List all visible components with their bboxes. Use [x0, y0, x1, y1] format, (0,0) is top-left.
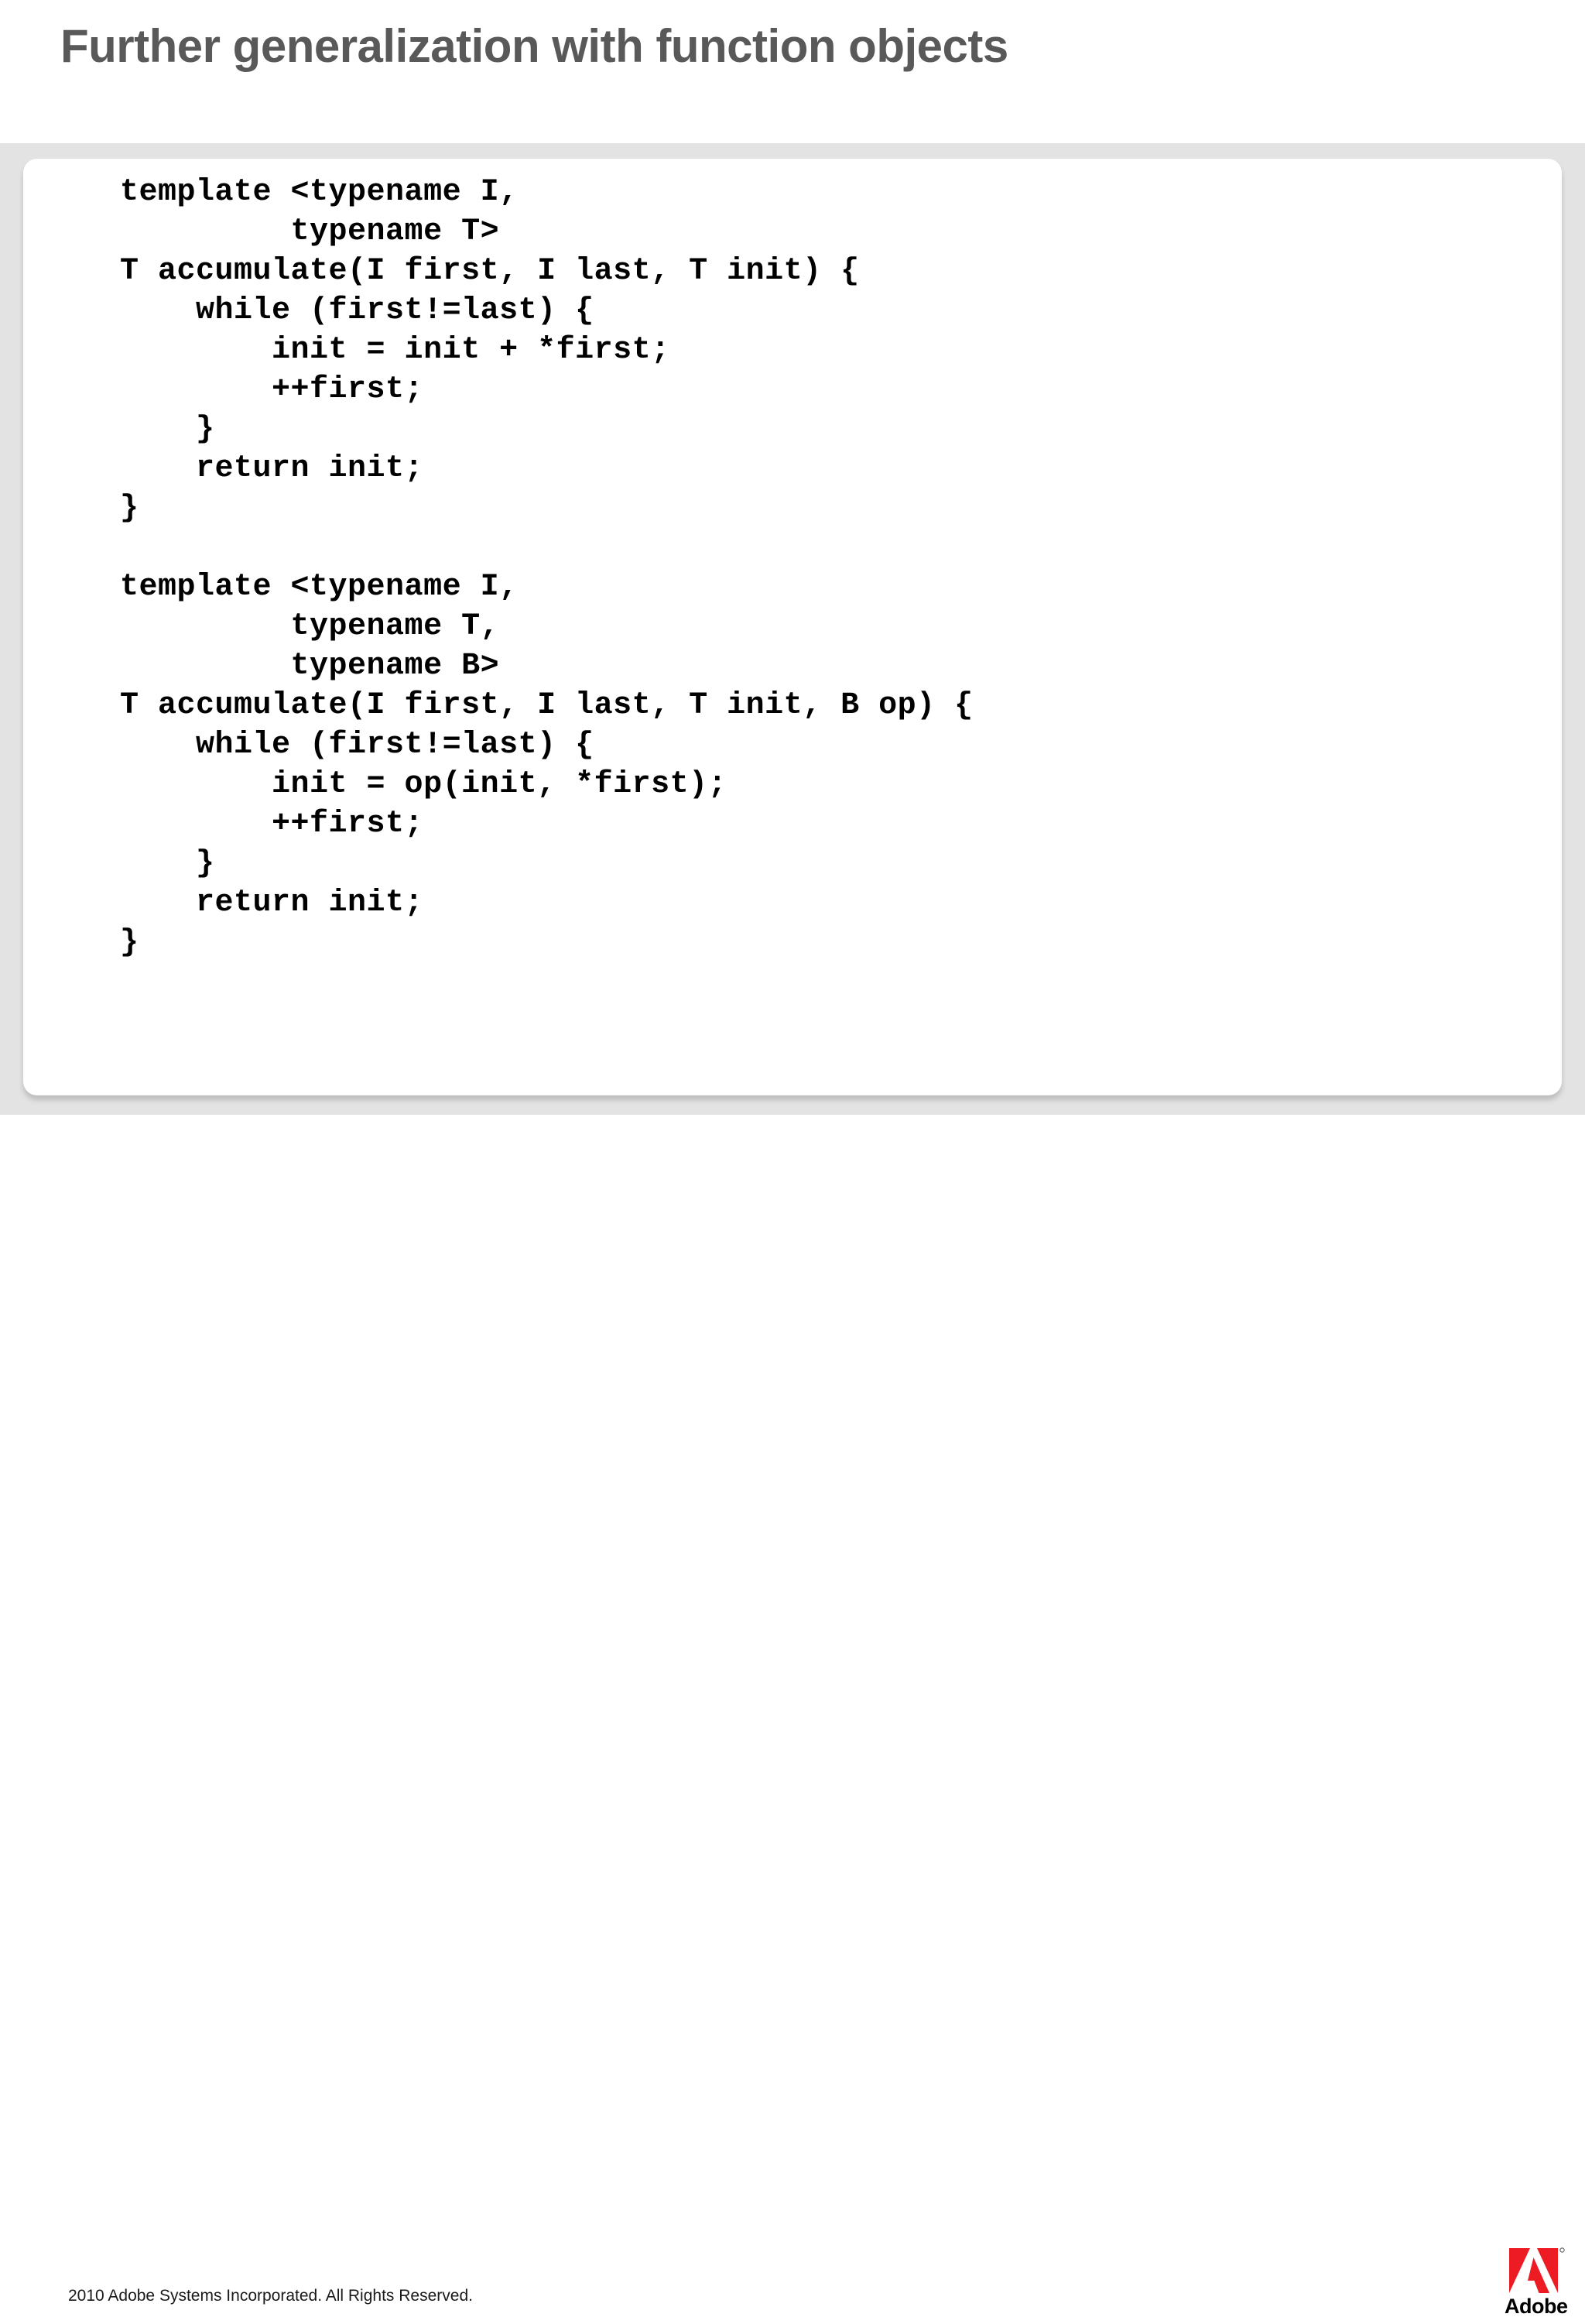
- adobe-logo: Adobe: [1505, 2247, 1573, 2324]
- code-card: template <typename I, typename T> T accu…: [23, 159, 1562, 1095]
- copyright-text: 2010 Adobe Systems Incorporated. All Rig…: [68, 2287, 473, 2305]
- page-title: Further generalization with function obj…: [60, 20, 1008, 72]
- code-listing: template <typename I, typename T> T accu…: [120, 175, 974, 960]
- footer: 2010 Adobe Systems Incorporated. All Rig…: [0, 1115, 1585, 2318]
- adobe-a-icon: [1509, 2247, 1565, 2293]
- adobe-wordmark: Adobe: [1505, 2295, 1568, 2318]
